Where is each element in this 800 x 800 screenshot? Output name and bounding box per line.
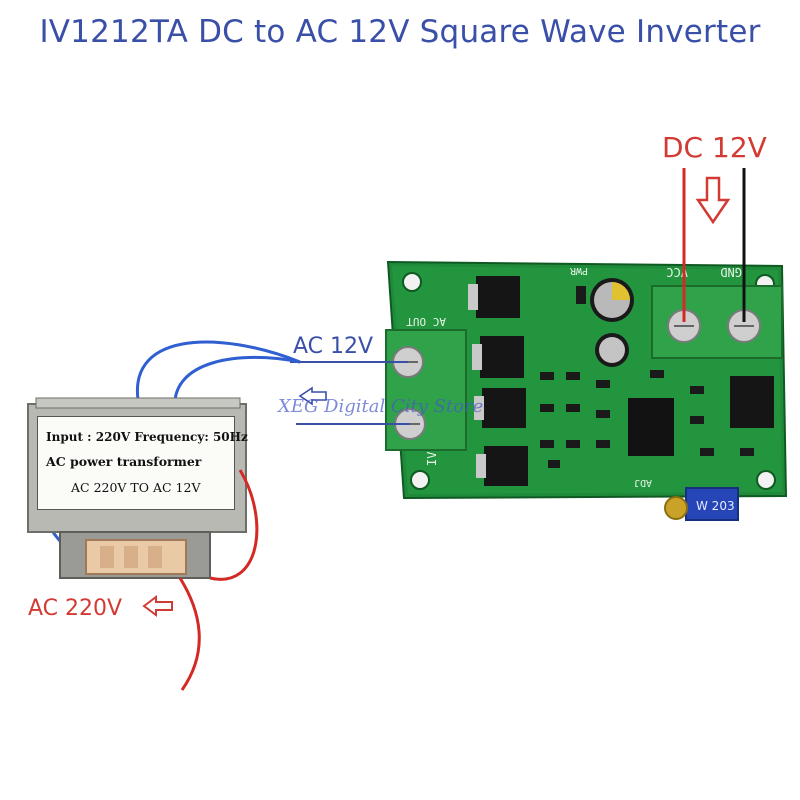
silk-pwr: PWR [569,265,588,276]
transformer [27,340,301,691]
capacitor-small [595,333,629,367]
mosfet-q1 [476,446,528,486]
smd-components [540,286,754,468]
dc-input-label: DC 12V [662,131,767,164]
page-title: IV1212TA DC to AC 12V Square Wave Invert… [39,14,761,50]
inverter-board: AC OUT VCC GND PWR ADJ IV1212TA W 203 [385,260,788,521]
ac-input-label: AC 220V [28,596,123,621]
silk-gnd: GND [720,265,742,279]
transformer-spec-line: Input : 220V Frequency: 50Hz [46,430,248,444]
ac-output-label: AC 12V [293,334,374,359]
transformer-type-line: AC power transformer [46,454,202,469]
dc-input-terminal [651,285,783,359]
mosfet-q5 [730,376,774,428]
store-watermark: XEG Digital City Store [278,396,484,417]
silk-ac-out: AC OUT [406,315,446,328]
left-arrow-icon-output [298,386,327,406]
mosfet-q4 [468,276,520,318]
trimmer-potentiometer: W 203 [664,487,739,521]
mosfet-q3 [472,336,524,378]
silk-adj: ADJ [634,477,652,488]
mosfet-q2 [474,388,526,428]
capacitor-large [590,278,634,322]
transformer-label: Input : 220V Frequency: 50Hz AC power tr… [37,416,248,510]
trimpot-label: W 203 [696,499,735,513]
ic-chip [628,398,674,456]
ac-output-terminal [385,329,467,451]
transformer-ratio-line: AC 220V TO AC 12V [71,480,201,495]
down-arrow-icon [695,176,731,225]
left-arrow-icon-input [142,595,173,617]
